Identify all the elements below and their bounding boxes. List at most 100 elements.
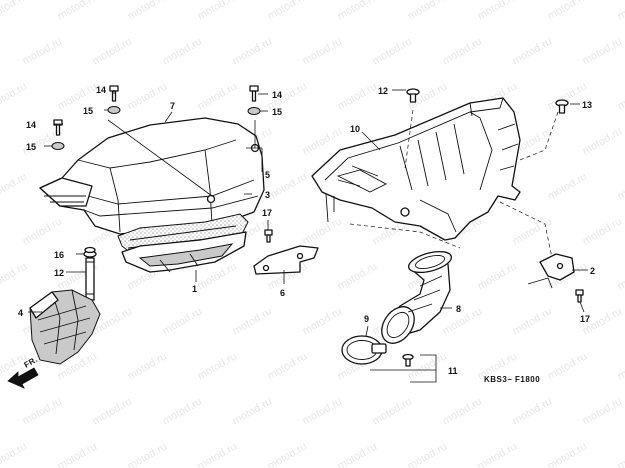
- callout-4: 4: [18, 308, 23, 318]
- diagram-code: KBS3– F1800: [484, 375, 540, 384]
- screw-icon: [555, 99, 569, 114]
- air-cleaner-cover: [39, 117, 265, 235]
- watermark-text: motod.ru: [196, 80, 240, 112]
- callout-15b: 15: [26, 142, 36, 152]
- watermark-text: motod.ru: [301, 35, 345, 67]
- watermark-text: motod.ru: [126, 350, 170, 382]
- watermark-text: motod.ru: [91, 35, 135, 67]
- watermark-text: motod.ru: [616, 260, 625, 292]
- intake-duct: [29, 289, 101, 365]
- watermark-text: motod.ru: [371, 395, 415, 427]
- watermark-text: motod.ru: [301, 395, 345, 427]
- bolt-icon: [249, 85, 259, 102]
- watermark-text: motod.ru: [616, 170, 625, 202]
- watermark-text: motod.ru: [616, 80, 625, 112]
- watermark-text: motod.ru: [196, 350, 240, 382]
- watermark-text: motod.ru: [616, 350, 625, 382]
- air-cleaner-element: [117, 213, 249, 273]
- watermark-text: motod.ru: [0, 260, 29, 292]
- watermark-text: motod.ru: [231, 35, 275, 67]
- bolt-icon: [53, 119, 63, 136]
- watermark-text: motod.ru: [56, 0, 100, 23]
- watermark-text: motod.ru: [476, 0, 520, 23]
- watermark-text: motod.ru: [406, 0, 450, 23]
- callout-16: 16: [54, 250, 64, 260]
- stay-bracket: [253, 245, 319, 275]
- screw-icon: [406, 88, 420, 103]
- washer-icon: [51, 142, 65, 150]
- watermark-text: motod.ru: [581, 35, 625, 67]
- callout-14c: 14: [272, 90, 282, 100]
- callout-12b: 13: [582, 100, 592, 110]
- callout-1: 1: [192, 284, 197, 294]
- drain-tube: [83, 250, 97, 301]
- callout-11: 11: [448, 366, 458, 376]
- watermark-text: motod.ru: [581, 215, 625, 247]
- leader-lines: [28, 89, 588, 383]
- watermark-text: motod.ru: [91, 395, 135, 427]
- watermark-text: motod.ru: [511, 35, 555, 67]
- callout-6: 6: [280, 288, 285, 298]
- watermark-text: motod.ru: [126, 440, 170, 468]
- callout-7: 7: [170, 101, 175, 111]
- callout-labels: 14 15 7 14 15 14 15 5 3 17 16 12 1 4 6 1…: [18, 85, 595, 376]
- watermark-text: motod.ru: [196, 260, 240, 292]
- connecting-tube: [381, 250, 453, 344]
- watermark-text: motod.ru: [616, 0, 625, 23]
- callout-14b: 14: [26, 120, 36, 130]
- watermark-text: motod.ru: [581, 125, 625, 157]
- watermark-text: motod.ru: [266, 170, 310, 202]
- watermark-text: motod.ru: [266, 440, 310, 468]
- watermark-text: motod.ru: [21, 395, 65, 427]
- watermark-text: motod.ru: [336, 260, 380, 292]
- watermark-text: motod.ru: [0, 440, 29, 468]
- bolt-icon: [264, 229, 273, 243]
- watermark-text: motod.ru: [546, 0, 590, 23]
- watermark-text: motod.ru: [511, 305, 555, 337]
- watermark-text: motod.ru: [21, 215, 65, 247]
- callout-5: 5: [265, 170, 270, 180]
- watermark-text: motod.ru: [476, 440, 520, 468]
- callout-12a: 12: [378, 86, 388, 96]
- tube-band: [341, 335, 387, 365]
- watermark-text: motod.ru: [56, 440, 100, 468]
- bolt-icon: [575, 289, 584, 303]
- watermark-text: motod.ru: [546, 170, 590, 202]
- watermark-text: motod.ru: [126, 80, 170, 112]
- watermark-text: motod.ru: [0, 80, 29, 112]
- watermark-text: motod.ru: [476, 260, 520, 292]
- watermark-text: motod.ru: [231, 395, 275, 427]
- watermark-text: motod.ru: [231, 305, 275, 337]
- mounting-bracket: [527, 253, 575, 289]
- watermark-text: motod.ru: [161, 395, 205, 427]
- watermark-text: motod.ru: [336, 80, 380, 112]
- callout-8: 8: [456, 304, 461, 314]
- watermark-text: motod.ru: [266, 0, 310, 23]
- watermark-text: motod.ru: [196, 0, 240, 23]
- callout-17a: 17: [262, 208, 272, 218]
- callout-17b: 17: [580, 314, 590, 324]
- watermark-text: motod.ru: [301, 305, 345, 337]
- callout-3: 3: [265, 190, 270, 200]
- watermark-text: motod.ru: [546, 440, 590, 468]
- watermark-text: motod.ru: [161, 35, 205, 67]
- watermark-text: motod.ru: [336, 440, 380, 468]
- watermark-text: motod.ru: [441, 395, 485, 427]
- callout-13: 12: [54, 268, 64, 278]
- watermark-text: motod.ru: [301, 215, 345, 247]
- callout-10: 10: [350, 124, 360, 134]
- watermark-text: motod.ru: [511, 215, 555, 247]
- watermark-text: motod.ru: [0, 170, 29, 202]
- watermark-text: motod.ru: [196, 440, 240, 468]
- fasteners: [51, 85, 584, 367]
- watermark-text: motod.ru: [371, 35, 415, 67]
- callout-15c: 15: [272, 107, 282, 117]
- air-cleaner-case: [311, 97, 559, 259]
- washer-icon: [247, 107, 261, 115]
- watermark-text: motod.ru: [441, 305, 485, 337]
- watermark-text: motod.ru: [511, 395, 555, 427]
- watermark-text: motod.ru: [546, 350, 590, 382]
- watermark-text: motod.ru: [336, 0, 380, 23]
